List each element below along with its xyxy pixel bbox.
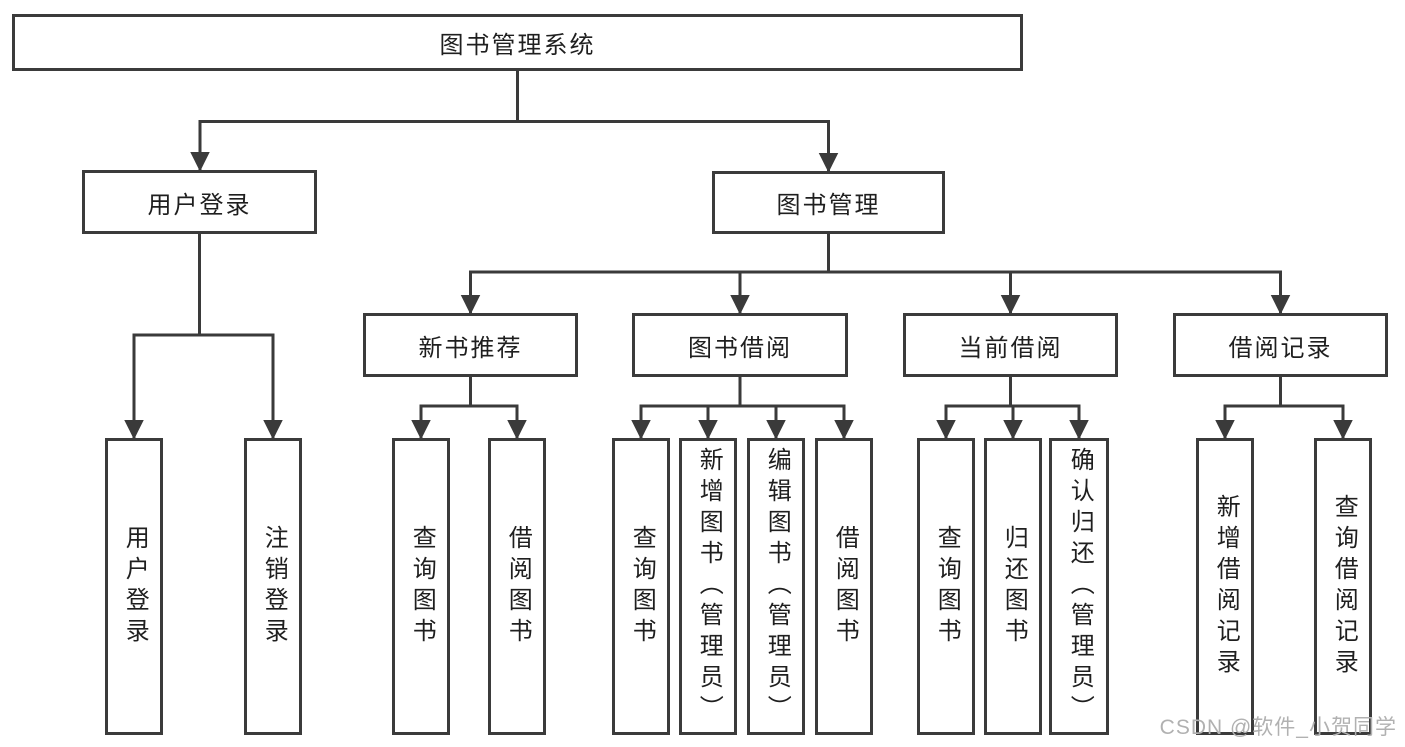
node-user-login-group-label: 用户登录 [147,191,252,219]
leaf-confirm-return-admin: 确认归还（管理员） [1049,438,1109,735]
leaf-query-books-2-label: 查询图书 [628,524,656,649]
leaf-return-books-label: 归还图书 [1000,524,1028,649]
node-new-book-recommend-label: 新书推荐 [418,334,523,362]
leaf-logout-label: 注销登录 [260,524,288,649]
leaf-return-books: 归还图书 [984,438,1042,735]
node-book-borrow: 图书借阅 [632,313,848,377]
leaf-query-books-3: 查询图书 [917,438,975,735]
node-borrow-records-label: 借阅记录 [1228,334,1333,362]
leaf-query-borrow-record-label: 查询借阅记录 [1330,493,1358,680]
csdn-watermark: CSDN @软件_小贺同学 [1159,716,1397,739]
node-root-label: 图书管理系统 [439,32,596,59]
node-user-login-group: 用户登录 [82,170,317,234]
leaf-query-books-3-label: 查询图书 [933,524,961,649]
node-current-borrow-label: 当前借阅 [958,334,1063,362]
leaf-borrow-books-1: 借阅图书 [488,438,546,735]
node-book-management: 图书管理 [712,171,945,234]
leaf-query-borrow-record: 查询借阅记录 [1314,438,1372,735]
leaf-logout: 注销登录 [244,438,302,735]
node-new-book-recommend: 新书推荐 [363,313,578,377]
leaf-edit-books-admin: 编辑图书（管理员） [747,438,805,735]
leaf-query-books-1-label: 查询图书 [408,524,436,649]
node-root: 图书管理系统 [12,14,1023,71]
leaf-user-login: 用户登录 [105,438,163,735]
leaf-edit-books-admin-label: 编辑图书（管理员） [763,447,791,726]
node-book-management-label: 图书管理 [776,192,881,219]
leaf-user-login-label: 用户登录 [121,524,149,649]
leaf-borrow-books-2: 借阅图书 [815,438,873,735]
leaf-borrow-books-2-label: 借阅图书 [831,524,859,649]
leaf-borrow-books-1-label: 借阅图书 [504,524,532,649]
leaf-add-borrow-record-label: 新增借阅记录 [1212,493,1240,680]
node-borrow-records: 借阅记录 [1173,313,1388,377]
leaf-add-borrow-record: 新增借阅记录 [1196,438,1254,735]
node-book-borrow-label: 图书借阅 [688,334,792,362]
leaf-query-books-2: 查询图书 [612,438,670,735]
leaf-add-books-admin-label: 新增图书（管理员） [695,447,723,726]
leaf-add-books-admin: 新增图书（管理员） [679,438,737,735]
node-current-borrow: 当前借阅 [903,313,1118,377]
leaf-query-books-1: 查询图书 [392,438,450,735]
leaf-confirm-return-admin-label: 确认归还（管理员） [1066,447,1094,726]
